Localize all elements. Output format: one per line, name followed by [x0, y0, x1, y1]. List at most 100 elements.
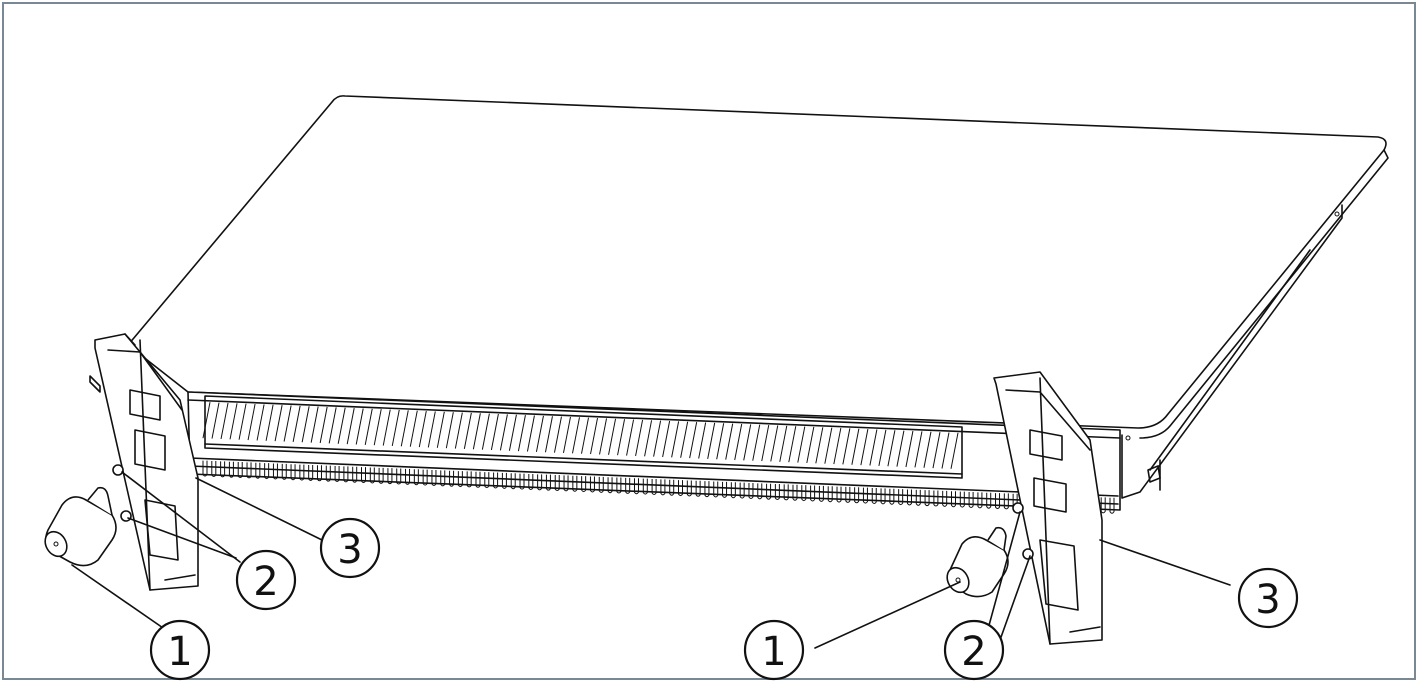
vent-slot [528, 473, 534, 490]
grille-slot [202, 402, 211, 439]
left-screws [112, 464, 132, 522]
grille-slot [689, 422, 698, 459]
vent-slot [889, 488, 895, 505]
grille-slot [851, 428, 860, 465]
vent-slot [475, 471, 481, 488]
vent-slot [325, 465, 331, 482]
grille-slot [815, 427, 824, 464]
right-pin [946, 526, 1009, 598]
vent-slot [845, 486, 851, 503]
grille-slot [229, 403, 238, 440]
grille-slot [436, 411, 445, 448]
grille-slot [878, 429, 887, 466]
vent-slot [959, 491, 965, 508]
grille-slot [346, 408, 355, 445]
panel-screw [1334, 211, 1340, 217]
grille-slot [707, 422, 716, 459]
left-foot [89, 333, 199, 591]
vent-slot [871, 488, 877, 505]
vent-slot [924, 490, 930, 507]
body-bottom-edge [189, 465, 1119, 505]
vent-slot [484, 472, 490, 489]
callout-label: 2 [253, 559, 278, 605]
vent-slot [977, 492, 983, 509]
vent-slot [757, 483, 763, 500]
vent-slot [202, 460, 208, 477]
callout-label: 3 [337, 527, 362, 573]
panel-side [1121, 204, 1343, 499]
callout-left-3: 3 [319, 517, 381, 579]
grille-slot [887, 430, 896, 467]
grille-slot [716, 423, 725, 460]
grille-slot [788, 426, 797, 463]
vent-slot [942, 490, 948, 507]
vent-slot [880, 488, 886, 505]
callout-right-2: 2 [943, 619, 1005, 681]
grille-slot [247, 403, 256, 441]
vent-slot [519, 473, 525, 490]
vent-slot [792, 484, 798, 501]
vent-slot [968, 491, 974, 508]
vent-slot [343, 466, 349, 483]
vent-slot [581, 476, 587, 493]
vent-slot [334, 466, 340, 483]
vent-slot [686, 480, 692, 497]
vent-slot [449, 470, 455, 487]
vent-slot [493, 472, 499, 489]
grille-slot [481, 413, 490, 450]
vent-slot [501, 472, 507, 489]
vent-slot [378, 467, 384, 484]
grille-slot [535, 415, 544, 452]
vent-slot [352, 466, 358, 483]
vent-slot [220, 461, 226, 478]
vent-slot [625, 477, 631, 494]
vent-slot [827, 486, 833, 503]
grille-slot [499, 414, 508, 451]
grille-slot [427, 411, 436, 448]
vent-slot [431, 469, 437, 486]
grille-slot [941, 432, 950, 469]
grille-slot [743, 424, 752, 461]
callout-right-3: 3 [1237, 567, 1299, 629]
vent-slot [862, 487, 868, 504]
vent-slot [457, 471, 463, 488]
callout-label: 2 [961, 629, 986, 675]
vent-slot [387, 468, 393, 485]
vent-slot [695, 480, 701, 497]
vent-slot [713, 481, 719, 498]
grille-slot [445, 412, 454, 449]
vent-slot [616, 477, 622, 494]
vent-slot [237, 462, 243, 479]
vent-slot [748, 482, 754, 499]
panel-screw [1125, 435, 1131, 441]
leader-lines [71, 471, 1231, 649]
vent-slot [440, 470, 446, 487]
grille-slot [626, 419, 635, 456]
vent-slot [818, 485, 824, 502]
grille-slot [292, 405, 301, 442]
grille-slot [635, 419, 644, 457]
grille-slot [472, 413, 481, 450]
grille-slot [680, 421, 689, 458]
vent-slot [722, 481, 728, 498]
vent-slot [633, 478, 639, 495]
grille-slot [220, 402, 229, 440]
left-pin [44, 486, 117, 567]
grille-slot [644, 420, 653, 457]
grille-slot [508, 414, 517, 451]
grille-slot [355, 408, 364, 445]
grille-slot [923, 431, 932, 468]
vent-slot [290, 464, 296, 481]
grille-slot [905, 430, 914, 468]
vent-slot [898, 489, 904, 506]
grille-slot [418, 410, 427, 448]
grille-slot [932, 432, 941, 469]
grille-slot [698, 422, 707, 459]
vent-slot [272, 463, 278, 480]
vent-slot [589, 476, 595, 493]
vent-slot [915, 489, 921, 506]
grille-slot [797, 426, 806, 463]
vent-slot [660, 479, 666, 496]
